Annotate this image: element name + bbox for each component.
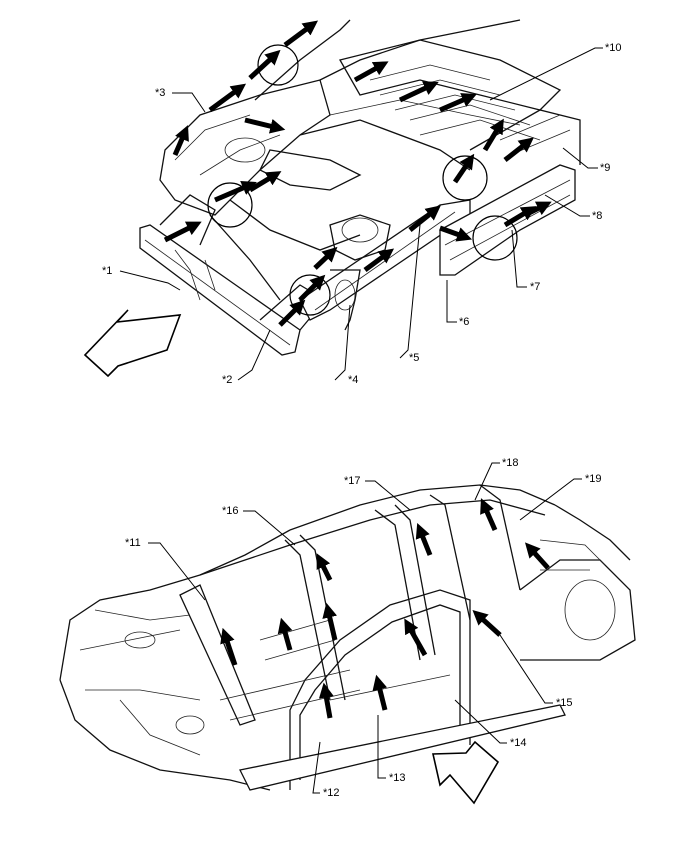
callout-2: *2: [222, 374, 232, 386]
callout-18: *18: [502, 457, 519, 469]
load-arrows-bottom: [220, 498, 550, 719]
front-bumper-reinforcement: [139, 224, 301, 356]
impact-direction-arrow-bottom: [432, 740, 500, 805]
callout-labels: *1 *2 *3 *4 *5 *6 *7 *8 *9 *10 *11 *12 *…: [102, 42, 622, 799]
highlight-circle: [257, 44, 299, 86]
rocker-panel: [239, 704, 566, 791]
highlight-circle: [442, 155, 488, 201]
callout-13: *13: [389, 772, 406, 784]
callout-7: *7: [530, 281, 540, 293]
callout-5: *5: [409, 352, 419, 364]
callout-1: *1: [102, 265, 112, 277]
callout-17: *17: [344, 475, 361, 487]
impact-direction-arrow: [83, 309, 182, 378]
underbody-illustration: [83, 19, 581, 378]
callout-10: *10: [605, 42, 622, 54]
callout-19: *19: [585, 473, 602, 485]
callout-4: *4: [348, 374, 358, 386]
callout-11: *11: [125, 537, 141, 549]
highlight-circle: [472, 215, 518, 261]
callout-16: *16: [222, 505, 239, 517]
callout-3: *3: [155, 87, 165, 99]
callout-14: *14: [510, 737, 527, 749]
load-arrows-top: [163, 20, 552, 327]
callout-8: *8: [592, 210, 602, 222]
highlight-circle: [207, 182, 253, 228]
body-side-illustration: [59, 484, 636, 805]
callout-15: *15: [556, 697, 573, 709]
leader-lines: [119, 47, 603, 794]
a-pillar: [179, 584, 256, 726]
callout-12: *12: [323, 787, 340, 799]
callout-6: *6: [459, 316, 469, 328]
callout-9: *9: [600, 162, 610, 174]
